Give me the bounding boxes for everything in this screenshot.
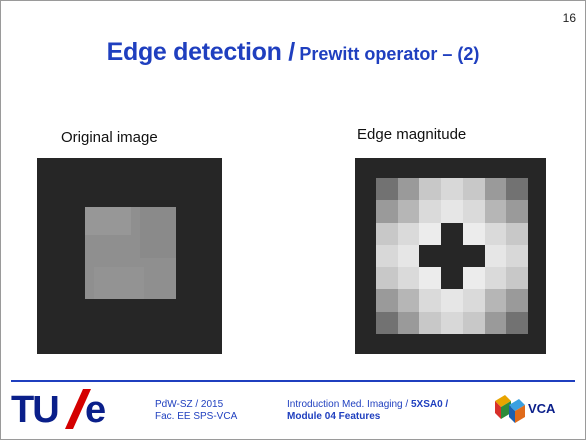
edge-cell [419,178,442,201]
edge-cell [441,289,463,312]
footer-divider [11,380,575,382]
edge-cell [462,244,485,268]
logo-slash-icon [65,389,91,429]
slide-title: Edge detection / Prewitt operator – (2) [1,38,585,67]
square-shade [139,207,176,258]
edge-cell [441,267,463,290]
edge-cell [506,178,528,201]
edge-magnitude-caption: Edge magnitude [357,126,467,143]
edge-cell [484,244,507,268]
course-code: 5XSA0 / [410,399,449,410]
edge-cell [441,178,463,201]
edge-cell [484,267,507,290]
edge-cell [397,244,420,268]
edge-cell [376,222,398,245]
edge-cell [484,311,507,334]
square-shade [94,266,145,299]
edge-cell [397,178,420,201]
module-line: Module 04 Features [287,411,448,423]
bright-square [85,207,176,299]
edge-cell [441,200,463,223]
edge-cell [506,289,528,312]
edge-cell [419,244,442,268]
edge-cell [419,289,442,312]
edge-magnitude-image [355,158,546,354]
vca-cube-icon [495,395,525,423]
edge-cell [506,267,528,290]
edge-cell [484,222,507,245]
vca-logo: VCA [491,391,561,427]
edge-cell [376,311,398,334]
footer-course: Introduction Med. Imaging / 5XSA0 / Modu… [287,399,448,423]
edge-cell [506,200,528,223]
module-name: Module 04 Features [287,411,381,422]
tue-logo: TU e [11,389,129,431]
edge-cell [397,311,420,334]
title-sub: Prewitt operator – (2) [299,44,480,64]
edge-cell [506,311,528,334]
edge-cell [376,178,398,201]
logo-tu: TU [11,389,60,431]
edge-cell [462,200,485,223]
edge-cell [484,289,507,312]
edge-ring-grid [376,178,528,334]
slide-number: 16 [562,11,576,25]
edge-cell [376,267,398,290]
edge-cell [376,289,398,312]
edge-cell [441,244,463,268]
edge-cell [397,222,420,245]
author-line: PdW-SZ / 2015 [155,399,224,410]
edge-cell [462,178,485,201]
edge-cell [419,311,442,334]
course-prefix: Introduction Med. Imaging / [287,399,411,410]
edge-cell [397,267,420,290]
original-image-caption: Original image [61,129,158,146]
edge-cell [506,244,528,268]
edge-cell [484,178,507,201]
edge-cell [441,222,463,245]
footer-author: PdW-SZ / 2015 Fac. EE SPS-VCA [155,399,237,423]
edge-cell [376,244,398,268]
edge-cell [462,222,485,245]
original-image [37,158,222,354]
edge-cell [506,222,528,245]
edge-cell [484,200,507,223]
title-main: Edge detection / [106,38,296,66]
edge-cell [419,222,442,245]
edge-cell [462,289,485,312]
edge-cell [397,289,420,312]
edge-cell [419,267,442,290]
edge-cell [462,267,485,290]
vca-label: VCA [528,401,556,416]
logo-e: e [85,389,107,431]
edge-cell [462,311,485,334]
square-shade [85,207,131,235]
edge-cell [397,200,420,223]
department-line: Fac. EE SPS-VCA [155,411,238,422]
edge-cell [376,200,398,223]
edge-cell [419,200,442,223]
course-line: Introduction Med. Imaging / 5XSA0 / [287,399,448,411]
edge-cell [441,311,463,334]
